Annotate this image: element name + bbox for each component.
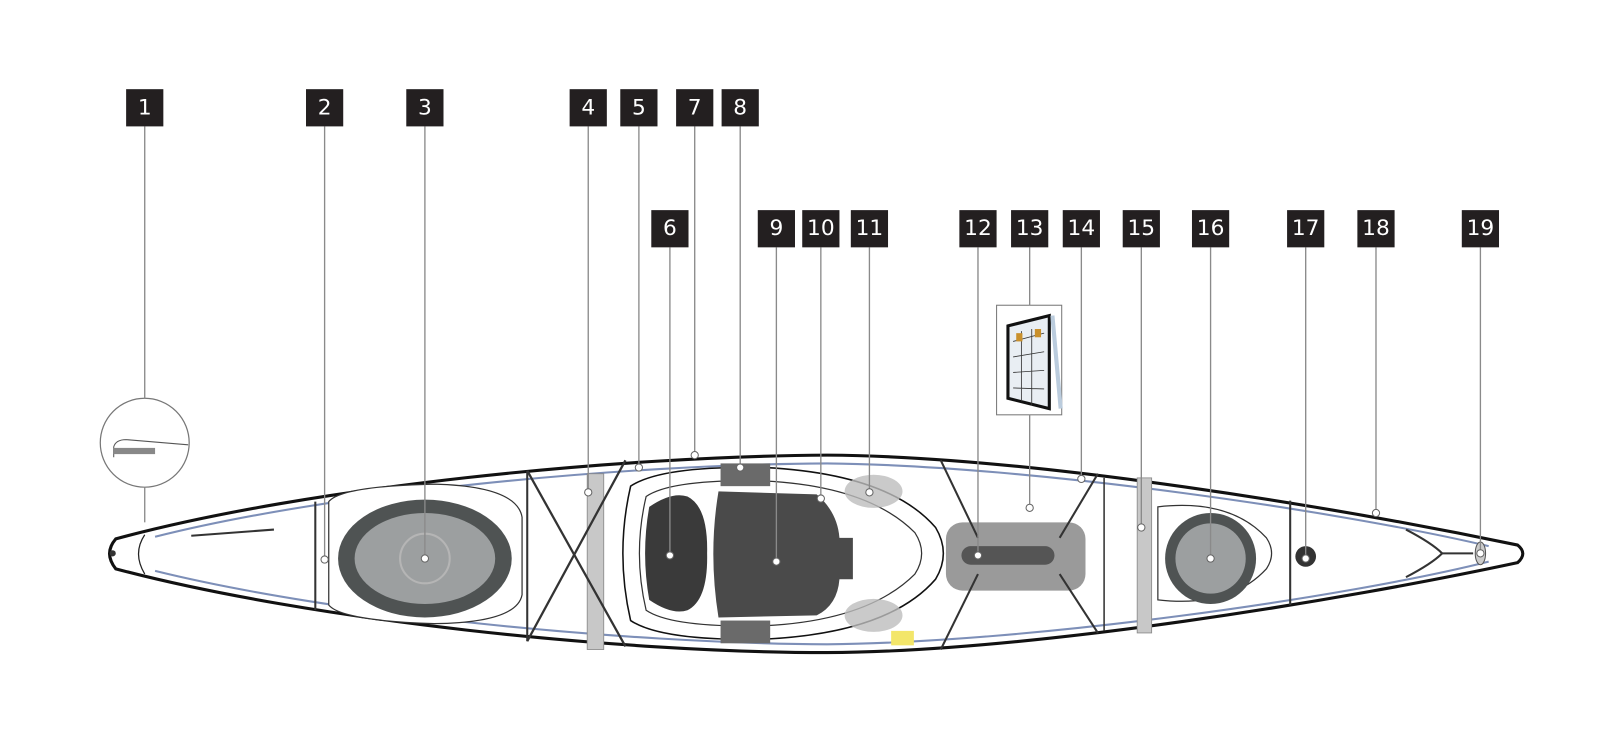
leader-dot <box>690 451 699 460</box>
callout-number: 17 <box>1292 216 1320 241</box>
leader-dot <box>772 557 781 566</box>
seat-pad <box>645 495 708 612</box>
seat-back <box>713 491 853 618</box>
deck-net-inset <box>996 304 1063 416</box>
callout-16: 16 <box>1191 210 1230 563</box>
callout-number: 10 <box>807 216 835 241</box>
callout-18: 18 <box>1357 210 1395 518</box>
callout-14: 14 <box>1062 210 1100 484</box>
callout-8: 8 <box>721 89 759 472</box>
callout-box <box>757 210 795 248</box>
callout-number: 9 <box>769 216 783 241</box>
leader-dot <box>1025 503 1034 512</box>
callout-box <box>1122 210 1160 248</box>
leader-dot <box>584 488 593 497</box>
callout-number: 12 <box>964 216 992 241</box>
bow-detail-inset <box>99 397 190 488</box>
callout-box <box>721 89 759 127</box>
callout-number: 14 <box>1068 216 1096 241</box>
callout-number: 6 <box>663 216 677 241</box>
callout-6: 6 <box>651 210 689 560</box>
callout-11: 11 <box>850 210 889 497</box>
callout-15: 15 <box>1122 210 1160 532</box>
callout-number: 4 <box>581 95 595 120</box>
leader-dot <box>420 554 430 563</box>
leader-dot <box>1301 554 1310 563</box>
leader-dot <box>1371 508 1381 518</box>
callout-number: 18 <box>1362 216 1390 241</box>
callout-box <box>1191 210 1230 248</box>
leader-dot <box>973 551 983 560</box>
callout-12: 12 <box>959 210 997 560</box>
callout-box <box>802 210 840 248</box>
callout-number: 3 <box>418 95 432 120</box>
callout-number: 7 <box>688 95 702 120</box>
callout-box <box>620 89 658 127</box>
callout-number: 11 <box>856 216 884 241</box>
leader-dot <box>665 551 675 560</box>
callout-1: 1 <box>126 89 164 523</box>
callout-9: 9 <box>757 210 795 566</box>
callout-box <box>676 89 714 127</box>
callout-box <box>959 210 997 248</box>
callout-number: 19 <box>1467 216 1495 241</box>
callout-box <box>1011 210 1049 248</box>
leader-dot <box>1077 474 1086 484</box>
callout-number: 13 <box>1016 216 1044 241</box>
leader-dot <box>1137 523 1146 532</box>
callout-box <box>1062 210 1100 248</box>
callout-19: 19 <box>1461 210 1500 558</box>
callout-number: 2 <box>318 95 332 120</box>
callout-10: 10 <box>802 210 840 503</box>
callout-4: 4 <box>569 89 607 497</box>
callout-box <box>569 89 607 127</box>
callout-number: 8 <box>733 95 747 120</box>
leader-dot <box>1206 554 1215 563</box>
callout-17: 17 <box>1287 210 1325 563</box>
kayak-hull <box>108 453 1525 655</box>
callout-7: 7 <box>676 89 714 460</box>
callout-2: 2 <box>306 89 344 564</box>
leader-dot <box>320 555 329 564</box>
callout-box <box>126 89 164 127</box>
leader-dot <box>634 463 644 472</box>
callout-box <box>1461 210 1500 248</box>
callout-number: 15 <box>1128 216 1156 241</box>
leader-dot <box>865 488 874 497</box>
callout-13: 13 <box>1011 210 1049 512</box>
callout-number: 16 <box>1197 216 1225 241</box>
callout-box <box>306 89 344 127</box>
callout-number: 1 <box>138 95 152 120</box>
callout-3: 3 <box>406 89 444 563</box>
callout-number: 5 <box>632 95 646 120</box>
callout-box <box>651 210 689 248</box>
callout-box <box>1287 210 1325 248</box>
callout-box <box>406 89 444 127</box>
callout-box <box>1357 210 1395 248</box>
leader-dot <box>736 463 745 472</box>
callout-box <box>850 210 889 248</box>
leader-dot <box>816 494 825 503</box>
leader-dot <box>1476 549 1485 558</box>
callout-5: 5 <box>620 89 658 472</box>
